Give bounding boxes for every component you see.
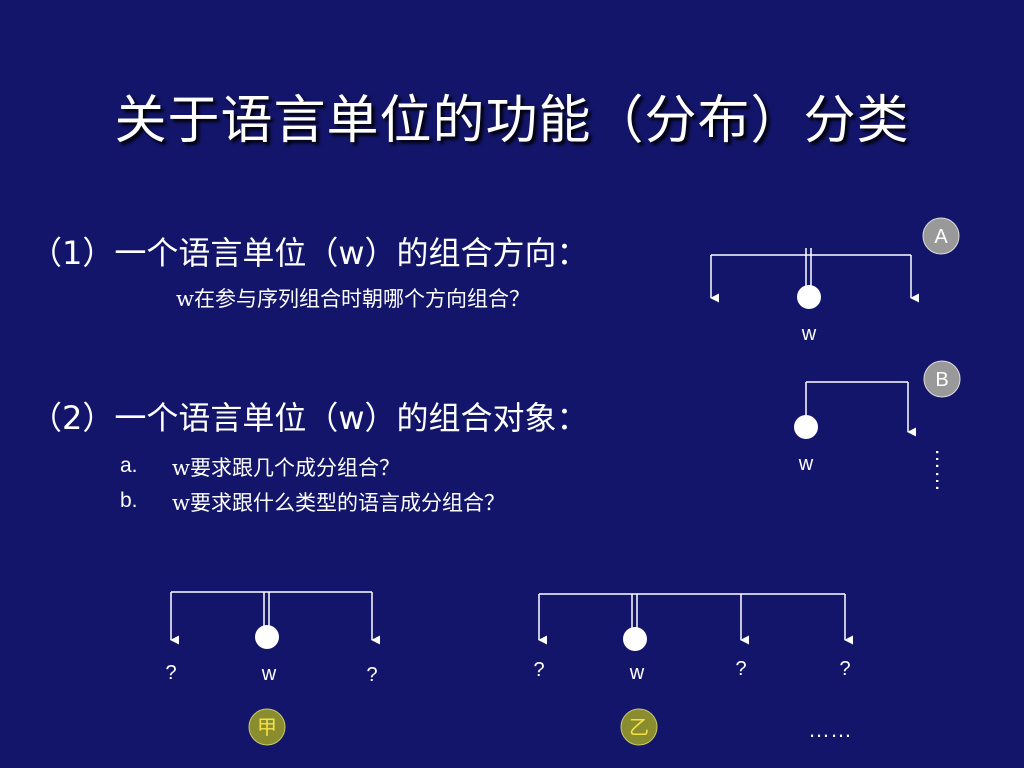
diagram-b-badge-label: B xyxy=(935,369,948,391)
trailing-ellipsis: …… xyxy=(808,717,852,742)
section2-heading: （2）一个语言单位（w）的组合对象： xyxy=(30,399,589,437)
diagram-yi: ? w ? ? 乙 xyxy=(533,593,854,746)
list-item-b: w要求跟什么类型的语言成分组合？ xyxy=(172,491,505,515)
diagram-yi-node-label: w xyxy=(629,662,645,684)
section1-heading: （1）一个语言单位（w）的组合方向： xyxy=(30,234,589,272)
diagram-b-node xyxy=(794,415,818,439)
diagram-yi-badge-label: 乙 xyxy=(629,717,649,739)
diagram-yi-badge xyxy=(620,708,658,746)
section1-question: w在参与序列组合时朝哪个方向组合？ xyxy=(176,287,530,311)
diagram-a-badge-label: A xyxy=(934,226,948,248)
diagram-jia-right-label: ? xyxy=(366,664,377,686)
list-item-a: w要求跟几个成分组合？ xyxy=(172,456,400,480)
diagram-jia-badge xyxy=(248,708,286,746)
page-title: 关于语言单位的功能（分布）分类 xyxy=(114,91,910,151)
list-marker-a: a. xyxy=(120,454,138,477)
diagram-yi-right1-label: ? xyxy=(735,658,746,680)
diagram-jia-node xyxy=(255,625,279,649)
diagram-yi-node xyxy=(623,627,647,651)
list-marker-b: b. xyxy=(120,489,138,512)
diagram-b: w …… B xyxy=(794,360,961,492)
diagram-b-node-label: w xyxy=(798,453,814,475)
diagram-jia-badge-label: 甲 xyxy=(257,717,277,739)
diagram-jia-left-label: ? xyxy=(165,662,176,684)
diagram-a: w A xyxy=(710,217,960,345)
diagram-yi-right2-label: ? xyxy=(839,658,850,680)
diagram-b-ellipsis: …… xyxy=(931,448,956,492)
diagram-jia-node-label: w xyxy=(261,663,277,685)
diagram-yi-left-label: ? xyxy=(533,659,544,681)
diagram-b-badge xyxy=(923,360,961,398)
diagram-a-node xyxy=(797,285,821,309)
diagram-a-badge xyxy=(922,217,960,255)
diagram-jia: ? w ? 甲 xyxy=(165,591,381,746)
diagram-a-node-label: w xyxy=(801,323,817,345)
